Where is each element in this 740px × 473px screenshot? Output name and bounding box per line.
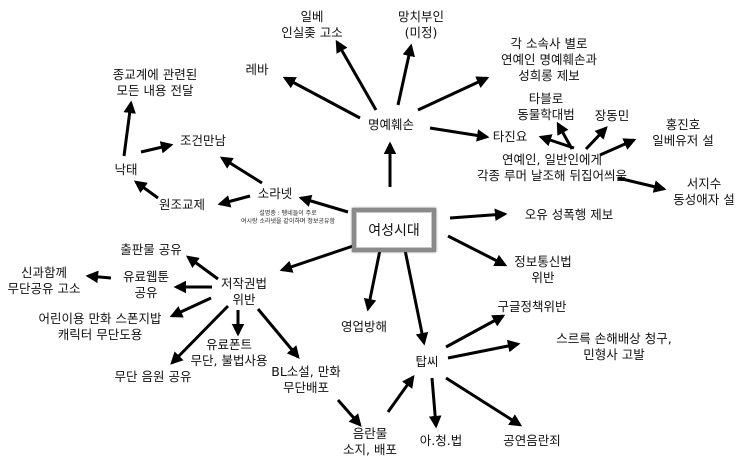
node-telecom-law: 정보통신법 위반 [514, 254, 572, 285]
node-kids-manhwa: 어린이용 만화 스폰지밥 캐릭터 무단도용 [38, 311, 162, 342]
arrow-center-to-sexual-violence [449, 208, 508, 222]
arrow-tapssi-to-lawsuit [447, 339, 521, 360]
arrow-wonjogyoje-to-naktae [133, 180, 159, 200]
arrow-center-to-copyright [279, 243, 357, 273]
node-religion: 종교계에 관련된 모든 내용 전달 [112, 67, 198, 98]
arrow-tapssi-to-public-obscenity [445, 376, 523, 427]
arrow-celebrity-to-jangdongmin [584, 126, 608, 151]
arrow-celebrity-to-tablo [556, 121, 574, 150]
arrow-soranet-to-jogeonmannam [219, 156, 263, 185]
node-sexual-violence: 오유 성폭행 제보 [524, 207, 614, 222]
arrow-naktae-to-jogeonmannam [140, 141, 174, 154]
arrow-celebrity-to-tajinyo [538, 134, 575, 150]
node-jangdongmin: 장동민 [594, 108, 630, 123]
arrow-copyright-to-publication [185, 255, 219, 281]
node-mangchi: 망치부인 (미정) [397, 9, 445, 40]
node-defamation-sexual: 각 소속사 별로 연예인 명예훼손과 성희롱 제보 [501, 36, 597, 83]
node-seojisu: 서지수 동성애자 설 [673, 176, 735, 207]
arrow-center-to-business [363, 249, 382, 312]
node-celebrity-rumor: 연예인, 일반인에게 각종 루머 날조해 뒤집어씌움 [477, 152, 627, 183]
arrow-defamation-to-ilbe [335, 39, 378, 111]
arrow-copyright-to-kids-manhwa [169, 296, 212, 318]
arrow-celebrity-to-seojisu [617, 176, 667, 193]
node-paid-webtoon: 유료웹툰 공유 [122, 269, 170, 300]
node-business-obstruction: 영업방해 [340, 319, 388, 334]
arrow-tapssi-to-achungbeop [428, 377, 442, 429]
node-obscene-possession: 음란물 소지, 배포 [343, 426, 397, 457]
arrow-center-to-telecom-law [447, 234, 508, 267]
arrow-celebrity-to-hongjinho [599, 138, 637, 157]
node-reba: 레바 [245, 62, 269, 77]
node-naktae: 낙태 [114, 162, 138, 177]
node-soranet: 소라넷 [257, 186, 293, 201]
node-lawsuit: 스르륵 손해배상 청구, 민형사 고발 [556, 331, 672, 362]
node-music-share: 무단 음원 공유 [114, 369, 192, 384]
arrow-defamation-to-tajinyo [429, 126, 490, 142]
arrow-center-to-soranet [298, 194, 349, 214]
node-public-obscenity: 공연음란죄 [503, 433, 561, 448]
node-shingwa: 신과함께 무단공유 고소 [7, 265, 81, 296]
arrow-defamation-to-mangchi [396, 43, 415, 106]
node-copyright: 저작권법 위반 [220, 276, 268, 307]
arrow-defamation-to-sexual-report [417, 76, 490, 112]
arrow-obscene-to-tapssi [386, 374, 415, 413]
node-tajinyo: 타진요 [492, 129, 528, 144]
node-hongjinho: 홍진호 일베유저 설 [652, 117, 714, 148]
center-node: 여성시대 [352, 208, 436, 252]
node-bl: BL소설, 만화 무단배포 [271, 364, 341, 395]
node-ilbe: 일베 인실좆 고소 [281, 9, 343, 40]
node-publication-share: 출판물 공유 [120, 242, 182, 257]
arrow-copyright-to-music [170, 304, 230, 365]
node-tapssi: 탑씨 [415, 354, 439, 369]
arrow-copyright-to-bl [256, 308, 300, 359]
arrow-paid-webtoon-to-shingwa [85, 270, 112, 284]
node-paid-font: 유료폰트 무단, 불법사용 [190, 337, 268, 368]
node-jogeonmannam: 조건만남 [179, 133, 227, 148]
node-google-policy: 구글정책위반 [497, 299, 567, 314]
soranet-note: 설명충 : 펭네들이 주로 여시랑 소라넷을 같이하며 정보공유함 [240, 210, 336, 225]
arrow-soranet-to-wonjogyoje [217, 194, 251, 208]
node-defamation: 명예훼손 [367, 117, 415, 132]
arrow-naktae-to-religion [122, 100, 136, 157]
node-wonjogyoje: 원조교제 [158, 197, 206, 212]
node-tablo: 타블로 동물학대범 [517, 91, 575, 122]
arrow-bl-to-obscene [336, 399, 362, 427]
arrow-defamation-to-reba [282, 76, 361, 120]
arrow-tapssi-to-google [445, 314, 506, 349]
node-achungbeop: 아.청.법 [419, 433, 463, 448]
arrow-center-to-tapssi [403, 249, 429, 346]
